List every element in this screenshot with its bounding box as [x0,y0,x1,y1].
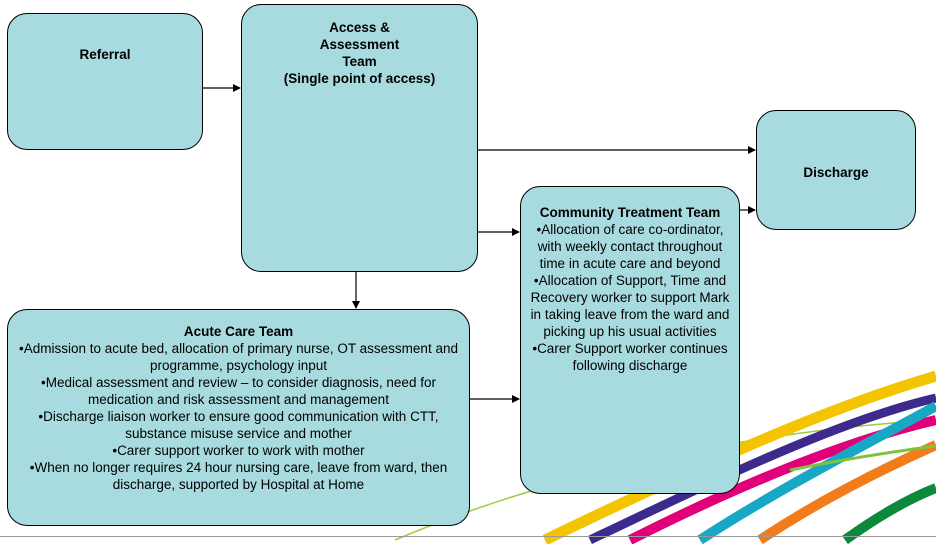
swoosh-stripe-orange [757,440,936,544]
node-title: Acute Care Team [183,324,294,339]
swoosh-stripe-green [842,483,936,544]
bullet-item: Medical assessment and review – to consi… [14,374,463,408]
node-title-line: Team [342,54,377,69]
node-title: Referral [79,47,131,62]
bullet-item: Carer support worker to work with mother [14,442,463,459]
swoosh-stripe-lime [789,444,936,472]
node-referral: Referral [7,13,203,150]
bullet-item: Carer Support worker continues following… [527,340,733,374]
swoosh-stripe-purple [588,393,936,544]
node-title-line: Assessment [319,37,400,52]
bullet-item: Allocation of care co-ordinator, with we… [527,221,733,272]
footer-divider [0,536,936,537]
node-acute-care-team: Acute Care Team Admission to acute bed, … [7,309,470,526]
swoosh-stripe-cyan [697,401,936,544]
bullet-list: Allocation of care co-ordinator, with we… [527,221,733,374]
bullet-item: Allocation of Support, Time and Recovery… [527,272,733,340]
bullet-item: When no longer requires 24 hour nursing … [14,459,463,493]
node-access-assessment-team: Access & Assessment Team (Single point o… [241,4,478,272]
node-title-line: Access & [329,20,390,35]
node-title: Community Treatment Team [539,205,721,220]
node-title: Discharge [803,165,869,180]
node-title-line: (Single point of access) [283,71,436,86]
bullet-item: Discharge liaison worker to ensure good … [14,408,463,442]
node-community-treatment-team: Community Treatment Team Allocation of c… [520,186,740,494]
swoosh-stripe-yellow [542,370,936,544]
node-discharge: Discharge [756,110,916,230]
bullet-item: Admission to acute bed, allocation of pr… [14,340,463,374]
bullet-list: Admission to acute bed, allocation of pr… [14,340,463,493]
